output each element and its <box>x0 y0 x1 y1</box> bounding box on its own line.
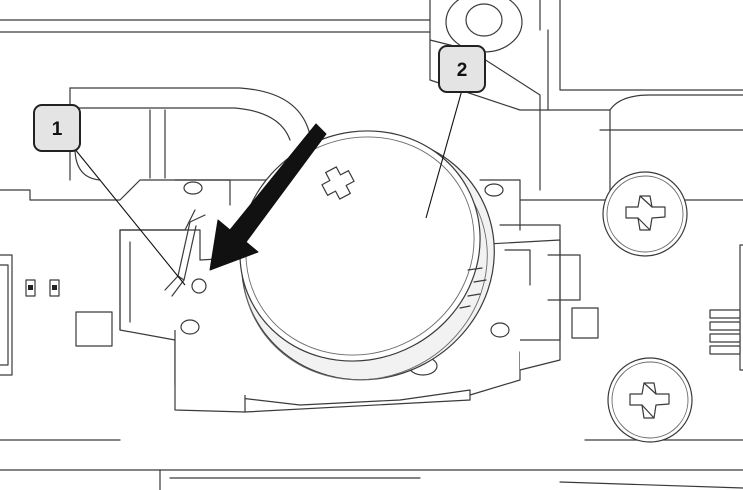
screw-lower <box>607 357 693 443</box>
post-hole <box>465 3 503 37</box>
upper-right-housing <box>429 0 743 201</box>
plus-polarity-icon <box>321 166 355 200</box>
retaining-clip <box>164 214 207 297</box>
callout-2-leader <box>425 89 463 219</box>
holder-hole <box>180 319 200 335</box>
callout-2-label: 2 <box>457 60 468 81</box>
callout-1: 1 <box>33 104 81 152</box>
callout-1-label: 1 <box>52 119 63 140</box>
left-tab <box>75 311 113 347</box>
right-tab <box>571 307 599 339</box>
holder-hole <box>490 322 510 338</box>
callout-1-leader <box>73 147 186 286</box>
holder-hole <box>183 181 203 195</box>
callout-2: 2 <box>438 45 486 93</box>
holder-hole <box>484 183 504 197</box>
left-connector <box>0 254 113 376</box>
insertion-arrow <box>209 123 327 271</box>
left-slot <box>69 87 311 181</box>
coin-cell-battery <box>239 130 495 381</box>
post-boss <box>445 0 523 53</box>
right-connector <box>709 244 743 371</box>
screw-upper <box>602 171 688 257</box>
